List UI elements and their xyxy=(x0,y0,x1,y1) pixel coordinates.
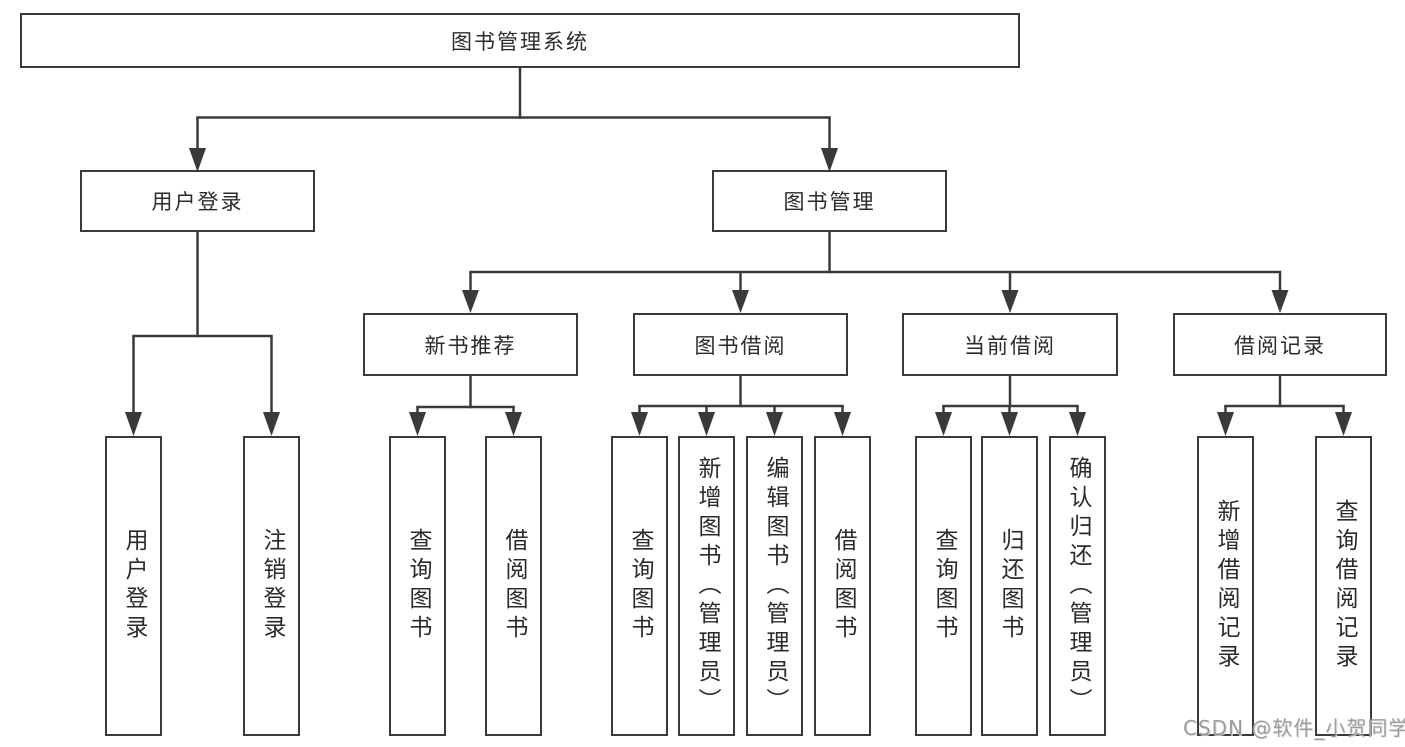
leaf-query-borrow-record: 查询借阅记录 xyxy=(1315,436,1372,736)
leaf-add-borrow-record: 新增借阅记录 xyxy=(1197,436,1254,736)
csdn-watermark: CSDN @软件_小贺同学 xyxy=(1183,716,1405,740)
connector-userlogin-to-leaves xyxy=(132,232,273,414)
node-user-login: 用户登录 xyxy=(80,170,315,232)
node-borrowing-records: 借阅记录 xyxy=(1173,313,1387,376)
node-label: 新书推荐 xyxy=(424,333,517,358)
node-label: 新增图书（管理员） xyxy=(694,455,720,717)
node-label: 用户登录 xyxy=(121,528,147,644)
leaf-borrow-books: 借阅图书 xyxy=(814,436,871,736)
node-label: 查询图书 xyxy=(405,528,431,644)
leaf-edit-books-admin: 编辑图书（管理员） xyxy=(746,436,803,736)
node-label: 编辑图书（管理员） xyxy=(762,455,788,717)
leaf-logout: 注销登录 xyxy=(243,436,300,736)
leaf-add-books-admin: 新增图书（管理员） xyxy=(678,436,735,736)
node-label: 归还图书 xyxy=(997,528,1023,644)
node-label: 图书管理 xyxy=(783,190,876,214)
node-label: 图书借阅 xyxy=(694,333,787,358)
node-label: 用户登录 xyxy=(151,190,244,214)
node-label: 注销登录 xyxy=(259,528,285,644)
connector-newbooks-to-leaves xyxy=(416,376,515,414)
node-label: 查询借阅记录 xyxy=(1331,499,1357,673)
leaf-user-login: 用户登录 xyxy=(105,436,162,736)
node-label: 借阅图书 xyxy=(830,528,856,644)
node-label: 新增借阅记录 xyxy=(1213,499,1239,673)
node-label: 借阅记录 xyxy=(1234,333,1326,358)
node-library-management-system: 图书管理系统 xyxy=(20,13,1020,68)
node-label: 确认归还（管理员） xyxy=(1065,455,1091,717)
leaf-query-books-current: 查询图书 xyxy=(915,436,972,736)
connector-current-to-leaves xyxy=(942,376,1079,414)
node-new-book-recommendation: 新书推荐 xyxy=(363,313,578,376)
node-label: 图书管理系统 xyxy=(451,29,589,54)
arrowheads xyxy=(125,148,1352,436)
leaf-borrow-books-newbooks: 借阅图书 xyxy=(485,436,542,736)
leaf-return-books: 归还图书 xyxy=(981,436,1038,736)
connector-borrow-to-leaves xyxy=(638,376,844,414)
node-book-management: 图书管理 xyxy=(712,170,947,232)
leaf-confirm-return-admin: 确认归还（管理员） xyxy=(1049,436,1106,736)
node-label: 当前借阅 xyxy=(964,333,1056,358)
connector-bookmgmt-to-level2 xyxy=(469,232,1282,292)
node-book-borrowing: 图书借阅 xyxy=(633,313,848,376)
connector-records-to-leaves xyxy=(1224,376,1345,414)
node-label: 查询图书 xyxy=(931,528,957,644)
leaf-query-books-borrow: 查询图书 xyxy=(611,436,668,736)
node-current-borrowing: 当前借阅 xyxy=(902,313,1118,376)
node-label: 查询图书 xyxy=(627,528,653,644)
leaf-query-books-newbooks: 查询图书 xyxy=(389,436,446,736)
connector-root-to-level1 xyxy=(196,68,831,150)
node-label: 借阅图书 xyxy=(501,528,527,644)
